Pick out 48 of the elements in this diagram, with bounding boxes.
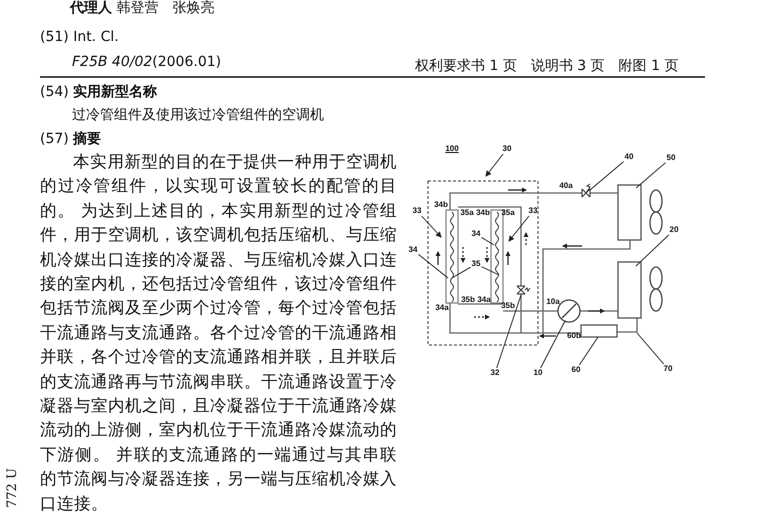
figure-number: 100 bbox=[445, 145, 459, 153]
leader-line bbox=[636, 162, 666, 188]
callout-number: 30 bbox=[502, 145, 512, 153]
leader-line bbox=[578, 336, 598, 366]
part-label: 60b bbox=[567, 332, 581, 340]
air-conditioner-piping-drawing bbox=[428, 180, 663, 346]
classification-code: F25B 40/02(2006.01) bbox=[72, 53, 222, 72]
callout-number: 20 bbox=[670, 226, 678, 234]
leader-line bbox=[636, 234, 670, 266]
part-label: 35a bbox=[460, 209, 474, 217]
abstract-paragraph: 本实用新型的目的在于提供一种用于空调机的过冷管组件，以实现可设置较长的配管的目的。 为达到上述目的，本实用新型的过冷管组件，用于空调机，该空调机包括压缩机、与压缩机冷媒出口连接的冷凝器、与压缩机冷媒入口连接的室内机，还包括过冷管组件，该过冷管组件包括节流阀及至少两个过冷管，每个过冷管包括干流通路与支流通路。各个过冷管的干流通路相并联，各个过冷管的支流通路相并联，且并联后的支流通路再与节流阀串联。干流通路设置于冷凝器与室内机之间，且冷凝器位于干流通路冷媒流动的上游侧，室内机位于干流通路冷媒流动的下游侧。 并联的支流通路的一端通过与其串联的节流阀与冷凝器连接，另一端与压缩机冷媒入口连接。 bbox=[40, 151, 397, 514]
leader-line bbox=[508, 216, 530, 242]
part-label: 35b bbox=[461, 296, 475, 304]
callout-number: 34 bbox=[472, 230, 480, 238]
callout-number: 32 bbox=[490, 369, 500, 377]
part-label: 40a bbox=[559, 182, 573, 190]
callout-number: 70 bbox=[664, 365, 672, 373]
callout-number: 50 bbox=[666, 154, 676, 162]
classification-heading: (51) Int. Cl. bbox=[40, 28, 119, 47]
document-number-fragment: 772 U bbox=[5, 468, 20, 508]
part-label: 35a bbox=[501, 209, 515, 217]
section-heading: (57) 摘要 bbox=[40, 130, 102, 149]
leader-line bbox=[481, 236, 494, 246]
callout-number: 60 bbox=[572, 366, 580, 374]
callout-number: 33 bbox=[528, 207, 538, 215]
callout-number: 34 bbox=[408, 246, 418, 254]
leader-line bbox=[540, 320, 566, 368]
part-label: 34b bbox=[434, 201, 448, 209]
leader-line bbox=[452, 266, 471, 278]
part-label: 34b bbox=[476, 209, 490, 217]
page-count-text: 权利要求书 1 页 说明书 3 页 附图 1 页 bbox=[415, 57, 678, 76]
leader-line bbox=[485, 154, 504, 177]
leader-line bbox=[590, 161, 624, 190]
callout-number: 40 bbox=[624, 153, 634, 161]
leader-line bbox=[481, 266, 500, 276]
callout-number: 35 bbox=[472, 260, 480, 268]
section-heading: (54) 实用新型名称 bbox=[40, 82, 158, 102]
callout-number: 33 bbox=[412, 207, 422, 215]
leader-line bbox=[496, 294, 522, 368]
utility-model-title: 过冷管组件及使用该过冷管组件的空调机 bbox=[72, 106, 324, 125]
part-label: 10a bbox=[546, 298, 560, 306]
callout-number: 10 bbox=[534, 369, 542, 377]
leader-line bbox=[636, 332, 664, 364]
part-label: 34a bbox=[435, 304, 449, 312]
agent-line: 代理人 韩登营 张焕亮 bbox=[70, 0, 214, 16]
part-label: 35b bbox=[501, 302, 515, 310]
part-label: 34a bbox=[477, 296, 491, 304]
leader-line bbox=[421, 216, 442, 238]
